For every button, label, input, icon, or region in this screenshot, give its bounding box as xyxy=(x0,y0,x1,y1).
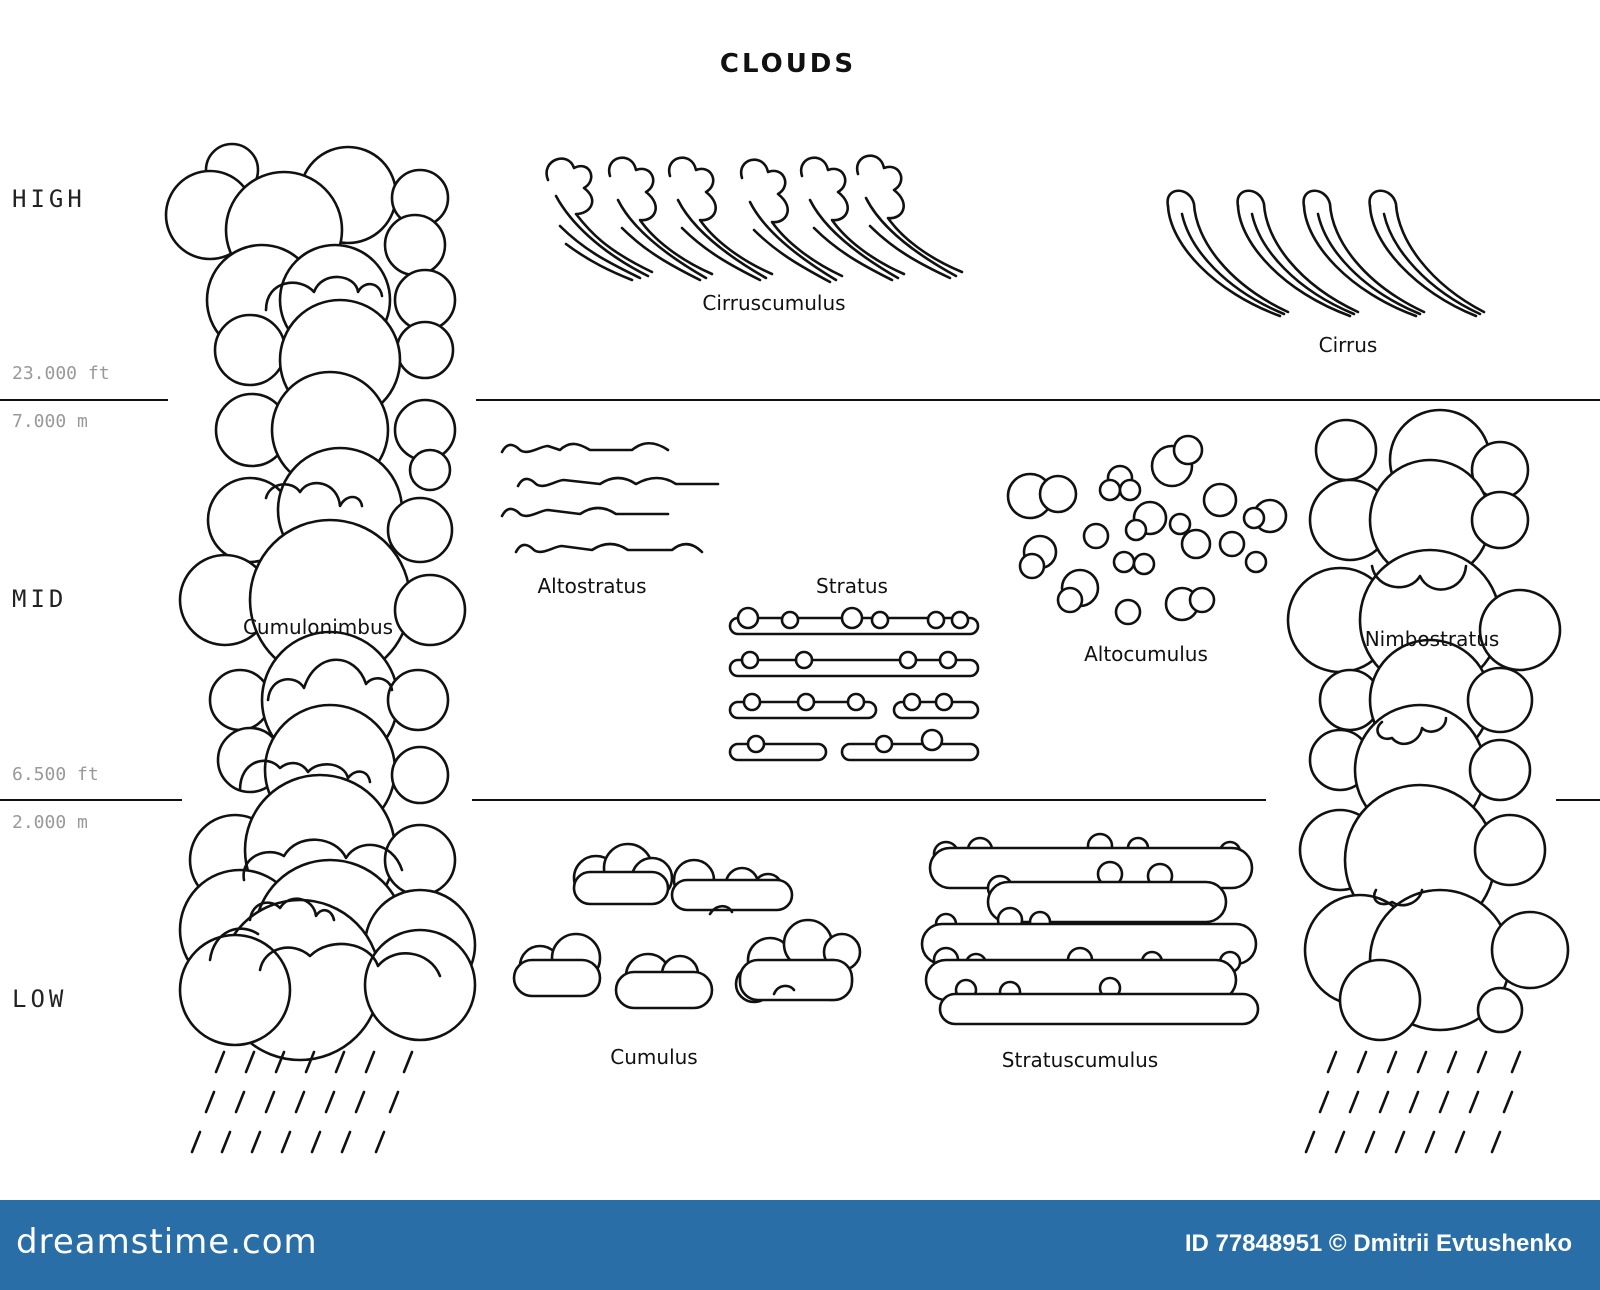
clouds-diagram: CLOUDS HIGH MID LOW 23.000 ft 7.000 m 6.… xyxy=(0,49,1600,1154)
stratuscumulus-cloud xyxy=(920,832,1260,1026)
cumulonimbus-cloud xyxy=(164,142,477,1154)
label-cumulonimbus: Cumulonimbus xyxy=(243,615,393,639)
cirrus-cloud xyxy=(1166,189,1486,318)
cirruscumulus-cloud xyxy=(545,154,964,284)
band-label-mid: MID xyxy=(12,585,67,613)
stratus-cloud xyxy=(728,606,980,762)
label-stratuscumulus: Stratuscumulus xyxy=(1002,1048,1158,1072)
cumulonimbus-rain xyxy=(190,1050,414,1154)
altitude-lower-m: 2.000 m xyxy=(12,812,88,833)
label-stratus: Stratus xyxy=(816,574,888,598)
label-cirruscumulus: Cirruscumulus xyxy=(702,291,845,315)
label-cumulus: Cumulus xyxy=(610,1045,697,1069)
altostratus-cloud xyxy=(500,441,720,554)
watermark-logo: dreamstime.com xyxy=(16,1222,318,1262)
altitude-upper-ft: 23.000 ft xyxy=(12,363,110,384)
band-label-low: LOW xyxy=(12,985,67,1013)
image-credit: ID 77848951 © Dmitrii Evtushenko xyxy=(1184,1230,1572,1257)
altitude-upper-m: 7.000 m xyxy=(12,411,88,432)
stock-watermark-footer: dreamstime.com ID 77848951 © Dmitrii Evt… xyxy=(0,1200,1600,1290)
label-nimbostratus: Nimbostratus xyxy=(1365,627,1500,651)
altitude-lower-ft: 6.500 ft xyxy=(12,764,99,785)
diagram-title: CLOUDS xyxy=(720,49,856,79)
altocumulus-cloud xyxy=(1006,434,1288,626)
label-altocumulus: Altocumulus xyxy=(1084,642,1208,666)
cumulus-cloud xyxy=(512,842,862,1010)
band-label-high: HIGH xyxy=(12,185,86,213)
label-cirrus: Cirrus xyxy=(1319,333,1378,357)
nimbostratus-rain xyxy=(1304,1050,1522,1154)
nimbostratus-cloud xyxy=(1286,408,1570,1154)
label-altostratus: Altostratus xyxy=(538,574,647,598)
